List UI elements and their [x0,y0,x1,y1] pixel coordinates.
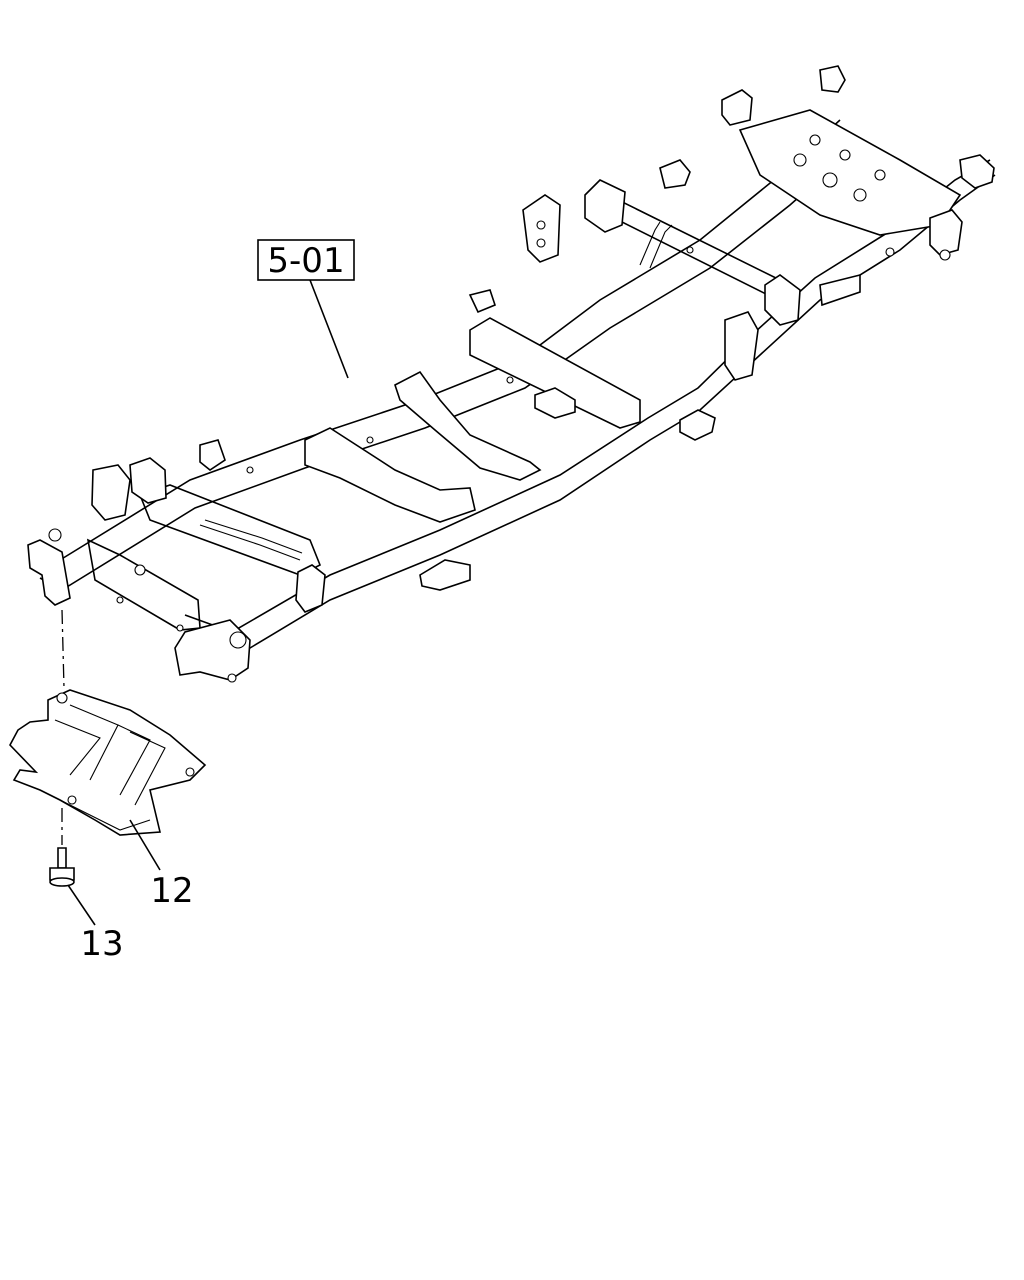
bolt: 13 [49,808,124,964]
crossmember-3 [304,427,476,523]
hole [939,249,951,261]
body-mount-7 [91,464,131,521]
left-side-rail [39,119,851,591]
skid-plate-edge [39,789,151,831]
rear-crossmember-end-left [584,179,626,233]
rear-crossmember-tube [597,189,781,301]
hole [185,767,195,777]
body-mount-4 [468,289,496,314]
hole [56,692,68,704]
engine-mount-left [129,457,167,504]
skid-plate-body [9,689,207,836]
hole [506,376,514,384]
chassis-frame [27,65,996,683]
fuel-line [199,519,303,561]
leader-line [309,279,349,379]
brake-line [639,221,673,269]
bolt-head [49,867,75,881]
skid-plate: 12 [9,609,207,911]
hole [686,246,694,254]
rear-crossmember-end-right [764,274,801,326]
engine-mount-right [295,564,326,613]
spring-hanger-4 [724,311,759,381]
hole [134,564,146,576]
body-mount-5 [659,159,691,189]
hole [853,188,867,202]
hole [229,631,247,649]
crossmember-4 [394,370,542,481]
body-mount-2 [419,559,471,591]
hole [227,673,237,683]
body-mount-3 [199,439,226,471]
bolt-washer [49,877,75,887]
hole [822,172,838,188]
hole [885,247,895,257]
hole [793,153,807,167]
rear-plate [738,109,962,236]
hole [116,596,124,604]
front-crossmember [86,538,201,631]
callout-bolt-label: 13 [80,924,123,964]
hole [48,528,62,542]
alignment-line [61,609,65,689]
hole [839,149,851,161]
spring-hanger-6 [819,65,846,93]
mount-block [534,387,576,419]
callout-box [257,239,355,281]
hole [536,220,546,230]
hole [67,795,77,805]
hole [809,134,821,146]
crossmember-5 [469,317,641,429]
hole [874,169,886,181]
hole [536,238,546,248]
hole [246,466,254,474]
body-mount-1 [679,409,716,441]
body-mount-6 [819,273,861,307]
front-left-bracket [27,539,71,606]
callout-skid-plate-label: 12 [150,871,193,911]
spring-hanger-5 [959,154,995,189]
spring-hanger-3 [929,209,963,256]
callout-frame-assembly-label: 5-01 [267,241,344,281]
leader-line [129,819,161,871]
callout-frame-assembly: 5-01 [257,239,355,379]
hole [176,624,184,632]
leader-line [67,884,96,926]
hole [366,436,374,444]
skid-plate-rib-2 [117,724,166,806]
bolt-shank [57,847,67,869]
crossmember-2 [138,484,322,576]
spring-hanger-2 [721,89,753,126]
